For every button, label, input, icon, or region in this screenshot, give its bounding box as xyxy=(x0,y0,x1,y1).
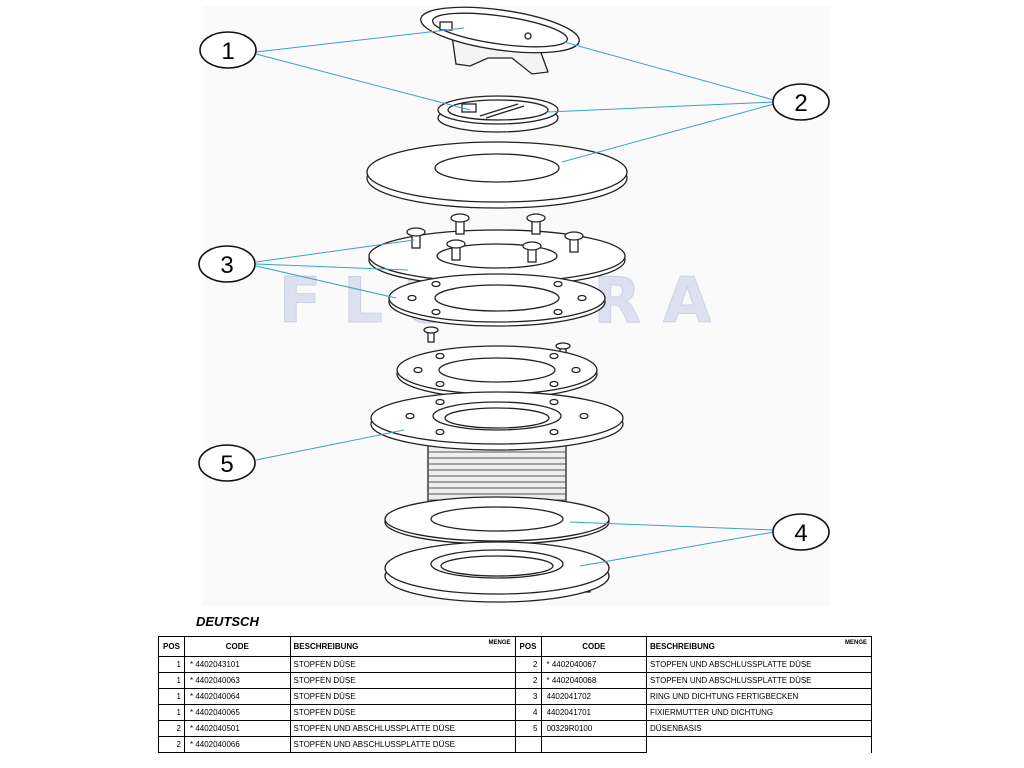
cell-code: 4402041701 xyxy=(546,704,647,721)
cell-quantity xyxy=(514,736,542,753)
cell-code: 4402041702 xyxy=(546,688,647,705)
cell-quantity: 2 xyxy=(158,720,185,737)
cell-quantity: 1 xyxy=(158,656,185,673)
callout-5: 5 xyxy=(198,444,256,482)
cell-code: * 4402040065 xyxy=(190,704,291,721)
cell-description: STOPFEN DÜSE xyxy=(289,656,516,673)
cell-code xyxy=(546,736,647,753)
cell-code: * 4402040068 xyxy=(546,672,647,689)
header-pos: POS xyxy=(158,636,185,657)
fixing-nut xyxy=(384,541,610,603)
cell-code: * 4402040064 xyxy=(190,688,291,705)
svg-text:5: 5 xyxy=(220,451,233,478)
cell-quantity: 2 xyxy=(514,672,542,689)
callout-1: 1 xyxy=(199,31,257,69)
ring-with-screws xyxy=(368,213,626,287)
svg-text:1: 1 xyxy=(221,38,234,65)
cell-code: * 4402043101 xyxy=(190,656,291,673)
cell-description: RING UND DICHTUNG FERTIGBECKEN xyxy=(646,688,872,705)
cell-spacer xyxy=(184,736,190,753)
screws xyxy=(406,213,584,263)
flat-washer xyxy=(384,496,610,545)
cell-quantity: 2 xyxy=(158,736,185,753)
cell-description: STOPFEN DÜSE xyxy=(289,688,516,705)
header-code: CODE xyxy=(184,636,291,657)
header-code: CODE xyxy=(540,636,647,657)
leader-lines xyxy=(255,27,775,567)
cell-code: * 4402040067 xyxy=(546,656,647,673)
cell-spacer xyxy=(540,736,547,753)
cell-quantity: 5 xyxy=(514,720,542,737)
callout-2: 2 xyxy=(772,83,830,121)
cell-description: STOPFEN UND ABSCHLUSSPLATTE DÜSE xyxy=(289,736,516,753)
cell-description xyxy=(646,736,872,753)
cell-description: STOPFEN UND ABSCHLUSSPLATTE DÜSE xyxy=(646,656,872,673)
callout-3: 3 xyxy=(198,245,256,283)
cell-quantity: 1 xyxy=(158,704,185,721)
flat-ring xyxy=(396,345,598,399)
cell-description: DÜSENBASIS xyxy=(646,720,872,737)
cell-description: STOPFEN UND ABSCHLUSSPLATTE DÜSE xyxy=(289,720,516,737)
cell-quantity: 2 xyxy=(514,656,542,673)
cell-quantity: 3 xyxy=(514,688,542,705)
ring-gasket xyxy=(388,273,606,327)
language-heading: DEUTSCH xyxy=(196,614,259,629)
callout-4: 4 xyxy=(772,513,830,551)
round-plug xyxy=(437,95,559,133)
cell-code: * 4402040066 xyxy=(190,736,291,753)
cell-description: STOPFEN UND ABSCHLUSSPLATTE DÜSE xyxy=(646,672,872,689)
cell-description: STOPFEN DÜSE xyxy=(289,672,516,689)
svg-text:4: 4 xyxy=(794,520,807,547)
cell-description: FIXIERMUTTER UND DICHTUNG xyxy=(646,704,872,721)
cell-quantity: 1 xyxy=(158,672,185,689)
svg-text:3: 3 xyxy=(220,252,233,279)
cover-plate xyxy=(366,141,628,209)
header-pos: POS xyxy=(514,636,542,657)
cell-quantity: 1 xyxy=(158,688,185,705)
cell-code: 00329R0100 xyxy=(546,720,647,737)
svg-text:2: 2 xyxy=(794,90,807,117)
cell-description: STOPFEN DÜSE xyxy=(289,704,516,721)
oval-plug xyxy=(420,6,580,75)
cell-quantity: 4 xyxy=(514,704,542,721)
cell-code: * 4402040063 xyxy=(190,672,291,689)
nozzle-base xyxy=(370,391,624,513)
cell-code: * 4402040501 xyxy=(190,720,291,737)
